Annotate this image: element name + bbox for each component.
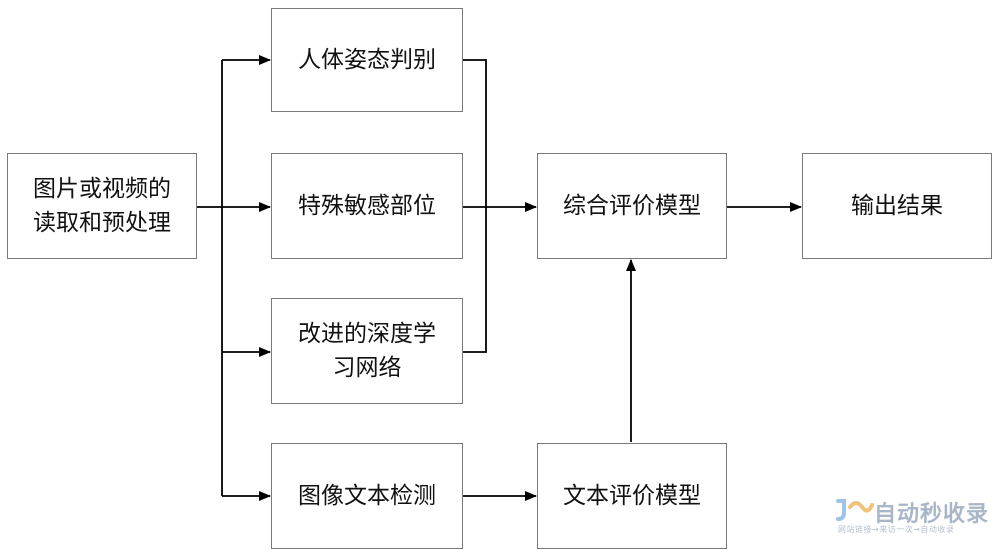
node-pose: 人体姿态判别 [271, 8, 463, 112]
watermark-text: 自动秒收录 [874, 502, 990, 527]
watermark-logo-icon [836, 499, 874, 521]
node-text-detect: 图像文本检测 [271, 443, 463, 549]
node-deep: 改进的深度学 习网络 [271, 298, 463, 404]
node-input: 图片或视频的 读取和预处理 [7, 153, 197, 259]
node-pose-label: 人体姿态判别 [298, 47, 436, 73]
node-combined: 综合评价模型 [537, 153, 727, 259]
watermark: 自动秒收录 网站链接→来访一次→自动收录 [832, 493, 990, 543]
node-sensitive: 特殊敏感部位 [271, 153, 463, 259]
watermark-subtext: 网站链接→来访一次→自动收录 [838, 525, 955, 534]
node-input-label: 图片或视频的 读取和预处理 [33, 176, 171, 236]
connector-pose-merge [463, 59, 487, 353]
node-text-eval: 文本评价模型 [537, 443, 727, 549]
node-text-eval-label: 文本评价模型 [563, 483, 701, 509]
node-deep-label: 改进的深度学 习网络 [298, 321, 436, 381]
node-output-label: 输出结果 [851, 193, 943, 219]
node-combined-label: 综合评价模型 [563, 193, 701, 219]
node-sensitive-label: 特殊敏感部位 [298, 193, 436, 219]
node-output: 输出结果 [802, 153, 992, 259]
node-text-detect-label: 图像文本检测 [298, 483, 436, 509]
